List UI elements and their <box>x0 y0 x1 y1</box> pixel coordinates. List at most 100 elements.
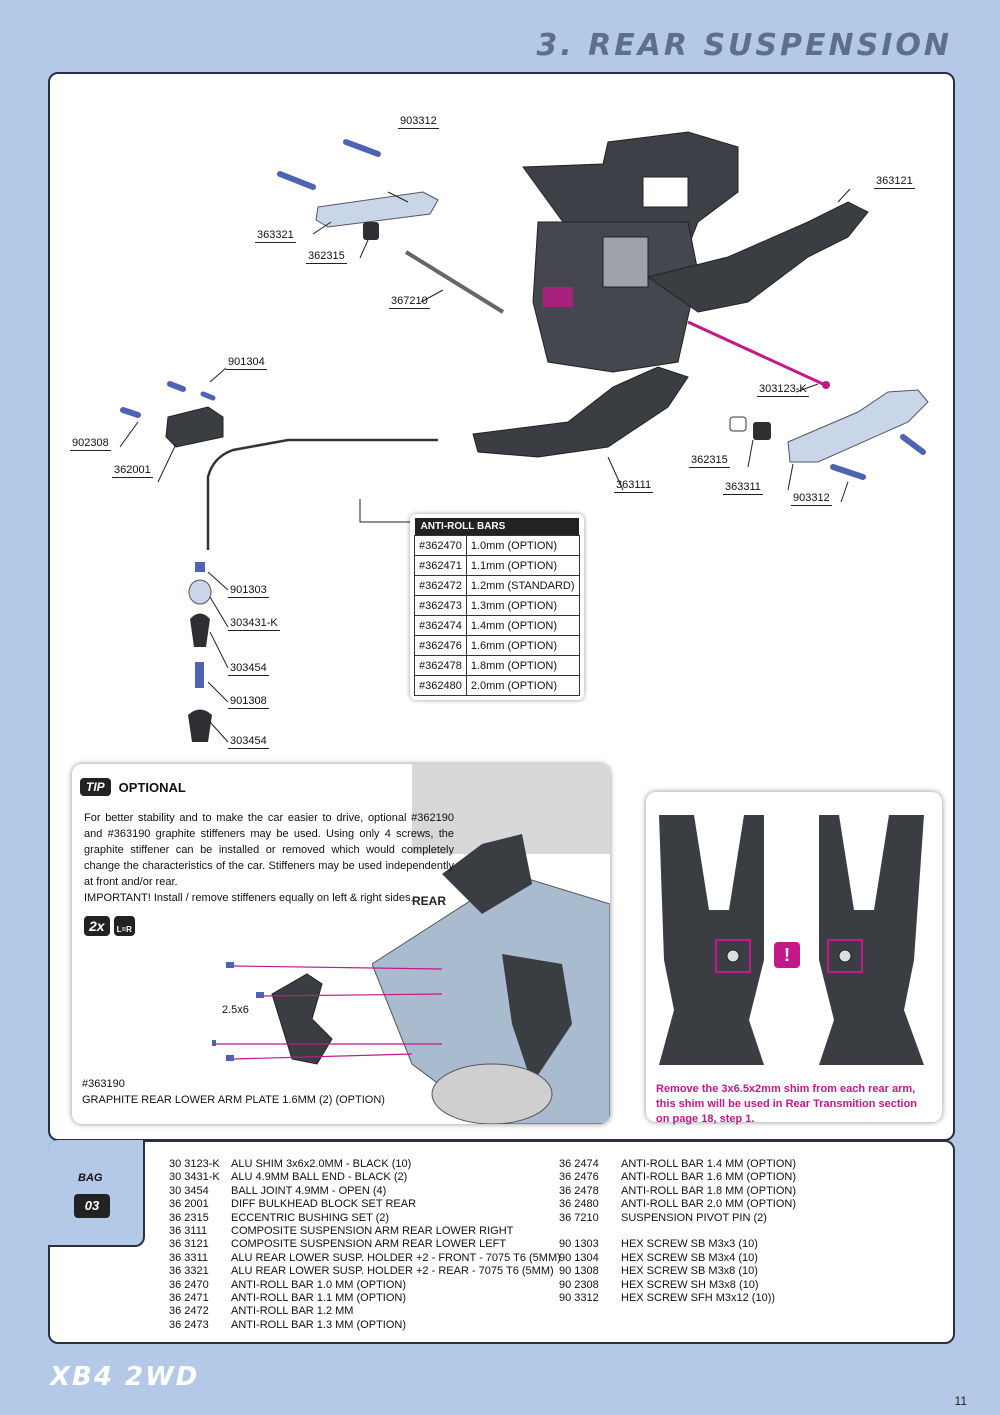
callout-903312-right: 903312 <box>791 492 832 506</box>
shim-highlight-left <box>715 939 751 973</box>
graphite-plate <box>271 973 333 1065</box>
tip-heading: OPTIONAL <box>118 779 186 795</box>
part-code: 36 2480 <box>559 1198 599 1211</box>
part-code: 36 7210 <box>559 1211 599 1224</box>
parts-row: 36 7210 SUSPENSION PIVOT PIN (2) <box>559 1212 796 1225</box>
part-description: ANTI-ROLL BAR 1.1 MM (OPTION) <box>231 1292 407 1305</box>
parts-row: 36 2474 ANTI-ROLL BAR 1.4 MM (OPTION) <box>559 1158 796 1171</box>
part-description: ANTI-ROLL BAR 1.4 MM (OPTION) <box>621 1158 797 1170</box>
parts-row: 36 2476 ANTI-ROLL BAR 1.6 MM (OPTION) <box>559 1171 796 1184</box>
shim-removal-box: ! Remove the 3x6.5x2mm shim from each re… <box>646 792 942 1125</box>
screw-903312a <box>343 139 381 157</box>
parts-row <box>559 1225 796 1238</box>
anti-roll-size: 1.1mm (OPTION) <box>465 555 580 576</box>
footer-logo: XB4 2WD <box>50 1362 200 1392</box>
shim-303123k <box>729 416 747 432</box>
tip-important: IMPORTANT! Install / remove stiffeners e… <box>84 892 414 904</box>
callout-362315-right: 362315 <box>689 454 730 468</box>
part-description: ANTI-ROLL BAR 1.3 MM (OPTION) <box>231 1318 407 1331</box>
callout-363311: 363311 <box>723 481 763 495</box>
tip-box: TIP OPTIONAL For better stability and to… <box>72 764 610 1124</box>
callout-902308: 902308 <box>70 437 111 451</box>
callout-362315: 362315 <box>306 250 347 264</box>
part-code: 36 2478 <box>559 1184 599 1197</box>
part-description: SUSPENSION PIVOT PIN (2) <box>621 1211 767 1224</box>
part-description: ANTI-ROLL BAR 1.6 MM (OPTION) <box>621 1171 797 1184</box>
page-number: 11 <box>954 1394 967 1408</box>
screw-901304b <box>200 391 216 401</box>
part-code: 90 1304 <box>559 1251 599 1264</box>
callout-367210: 367210 <box>389 295 430 309</box>
parts-row: 36 2480 ANTI-ROLL BAR 2.0 MM (OPTION) <box>559 1198 796 1211</box>
part-description: ANTI-ROLL BAR 1.0 MM (OPTION) <box>231 1278 407 1291</box>
anti-roll-size: 2.0mm (OPTION) <box>465 675 580 696</box>
ball-joint-303454a <box>190 613 210 647</box>
part-code: 30 3431-K <box>169 1171 220 1184</box>
callout-363111: 363111 <box>614 479 654 493</box>
anti-roll-part-no: #362473 <box>414 595 467 616</box>
holder-363321 <box>315 191 439 228</box>
anti-roll-part-no: #362476 <box>414 635 467 656</box>
leader-lines <box>119 188 851 743</box>
callout-901308: 901308 <box>228 695 269 709</box>
part-code: 90 1303 <box>559 1238 599 1251</box>
stiffener-part-desc: GRAPHITE REAR LOWER ARM PLATE 1.6MM (2) … <box>82 1094 385 1106</box>
callout-303123k: 303123-K <box>757 383 809 397</box>
part-code: 36 2001 <box>169 1198 209 1211</box>
rear-label: REAR <box>412 894 447 908</box>
part-code: 36 3321 <box>169 1265 209 1278</box>
anti-roll-size: 1.8mm (OPTION) <box>465 655 580 676</box>
screw-903312b2 <box>830 464 866 480</box>
part-code: 36 2474 <box>559 1158 599 1170</box>
anti-roll-size: 1.3mm (OPTION) <box>465 595 580 616</box>
part-description: DIFF BULKHEAD BLOCK SET REAR <box>231 1198 417 1211</box>
shim-note: Remove the 3x6.5x2mm shim from each rear… <box>656 1083 918 1125</box>
anti-roll-size: 1.2mm (STANDARD) <box>465 575 580 596</box>
tip-text: For better stability and to make the car… <box>84 812 454 888</box>
arm-363121 <box>646 201 869 313</box>
alignment-lines <box>214 965 443 1060</box>
part-description: BALL JOINT 4.9MM - OPEN (4) <box>231 1184 387 1197</box>
screw-903312c <box>277 171 316 190</box>
callout-901303: 901303 <box>228 584 269 598</box>
callout-363321: 363321 <box>255 229 296 243</box>
part-code: 90 1308 <box>559 1265 599 1278</box>
part-description: COMPOSITE SUSPENSION ARM REAR LOWER LEFT <box>231 1238 507 1251</box>
part-code: 36 2476 <box>559 1171 599 1184</box>
stiffener-diagram <box>212 962 443 1065</box>
arm-363111 <box>472 366 689 458</box>
parts-row: 36 2001 DIFF BULKHEAD BLOCK SET REAR <box>169 1198 561 1211</box>
bulkhead-clip <box>543 287 573 307</box>
holder-363311 <box>787 389 929 463</box>
part-code: 36 2472 <box>169 1305 209 1318</box>
part-code: 36 2470 <box>169 1278 209 1291</box>
bag-number: 03 <box>74 1194 110 1218</box>
anti-roll-part-no: #362480 <box>414 675 467 696</box>
bag-tab: BAG 03 <box>48 1140 145 1247</box>
alert-icon: ! <box>774 942 800 968</box>
part-description: HEX SCREW SB M3x8 (10) <box>621 1265 758 1278</box>
anti-roll-part-no: #362474 <box>414 615 467 636</box>
ball-joint-303454b <box>188 709 212 742</box>
screw-902308 <box>120 407 141 418</box>
screw-901304a <box>167 381 186 392</box>
part-description: ANTI-ROLL BAR 2.0 MM (OPTION) <box>621 1198 797 1211</box>
anti-roll-size: 1.0mm (OPTION) <box>465 535 580 556</box>
part-code: 36 2471 <box>169 1292 209 1305</box>
part-description: ANTI-ROLL BAR 1.8 MM (OPTION) <box>621 1184 797 1197</box>
